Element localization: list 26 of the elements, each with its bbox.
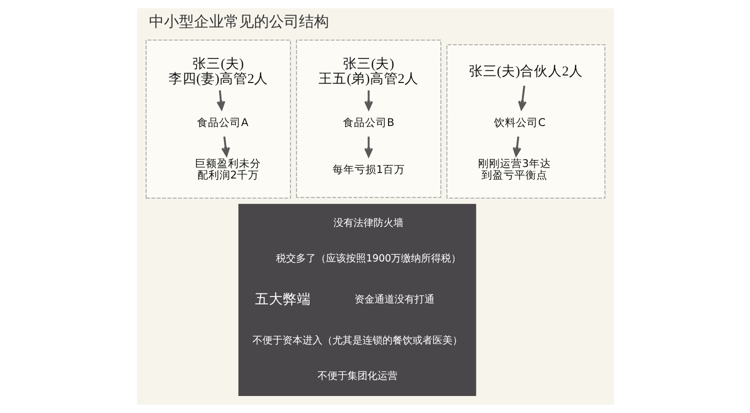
label: 没有法律防火墙: [333, 218, 404, 229]
cluster: [446, 44, 605, 199]
label: 不便于资本进入（尤其是连锁的餐饮或者医美）: [252, 336, 462, 347]
node-text: 食品公司B: [342, 116, 394, 129]
label: 资金通道没有打通: [354, 294, 434, 306]
diagram-title: 中小型企业常见的公司结构: [148, 12, 328, 30]
node-text: 每年亏损1百万: [332, 162, 405, 176]
node-text: 张三(夫) 王五(弟)高管2人: [318, 56, 418, 86]
node-text: 张三(夫) 李四(妻)高管2人: [168, 56, 268, 86]
arrow: [216, 90, 225, 110]
arrow: [518, 86, 526, 110]
node-text: 食品公司A: [196, 116, 248, 129]
node-text: 五大弊端: [254, 291, 310, 306]
arrow: [364, 90, 373, 110]
node-text: 刚刚运营3年达到盈亏平衡点: [478, 157, 550, 182]
label: 税交多了（应该按照1900万缴纳所得税）: [276, 253, 461, 264]
cluster: [238, 204, 476, 396]
label: 不便于集团化运营: [316, 371, 397, 382]
node-text: 巨额盈利未分配利润2千万: [194, 157, 261, 182]
node-text: 饮料公司C: [494, 116, 546, 129]
arrow: [364, 136, 373, 158]
node-text: 张三(夫)合伙人2人: [468, 63, 582, 78]
cluster: [145, 40, 290, 199]
arrow: [220, 136, 230, 156]
arrow: [512, 136, 521, 156]
cluster: [296, 40, 441, 198]
